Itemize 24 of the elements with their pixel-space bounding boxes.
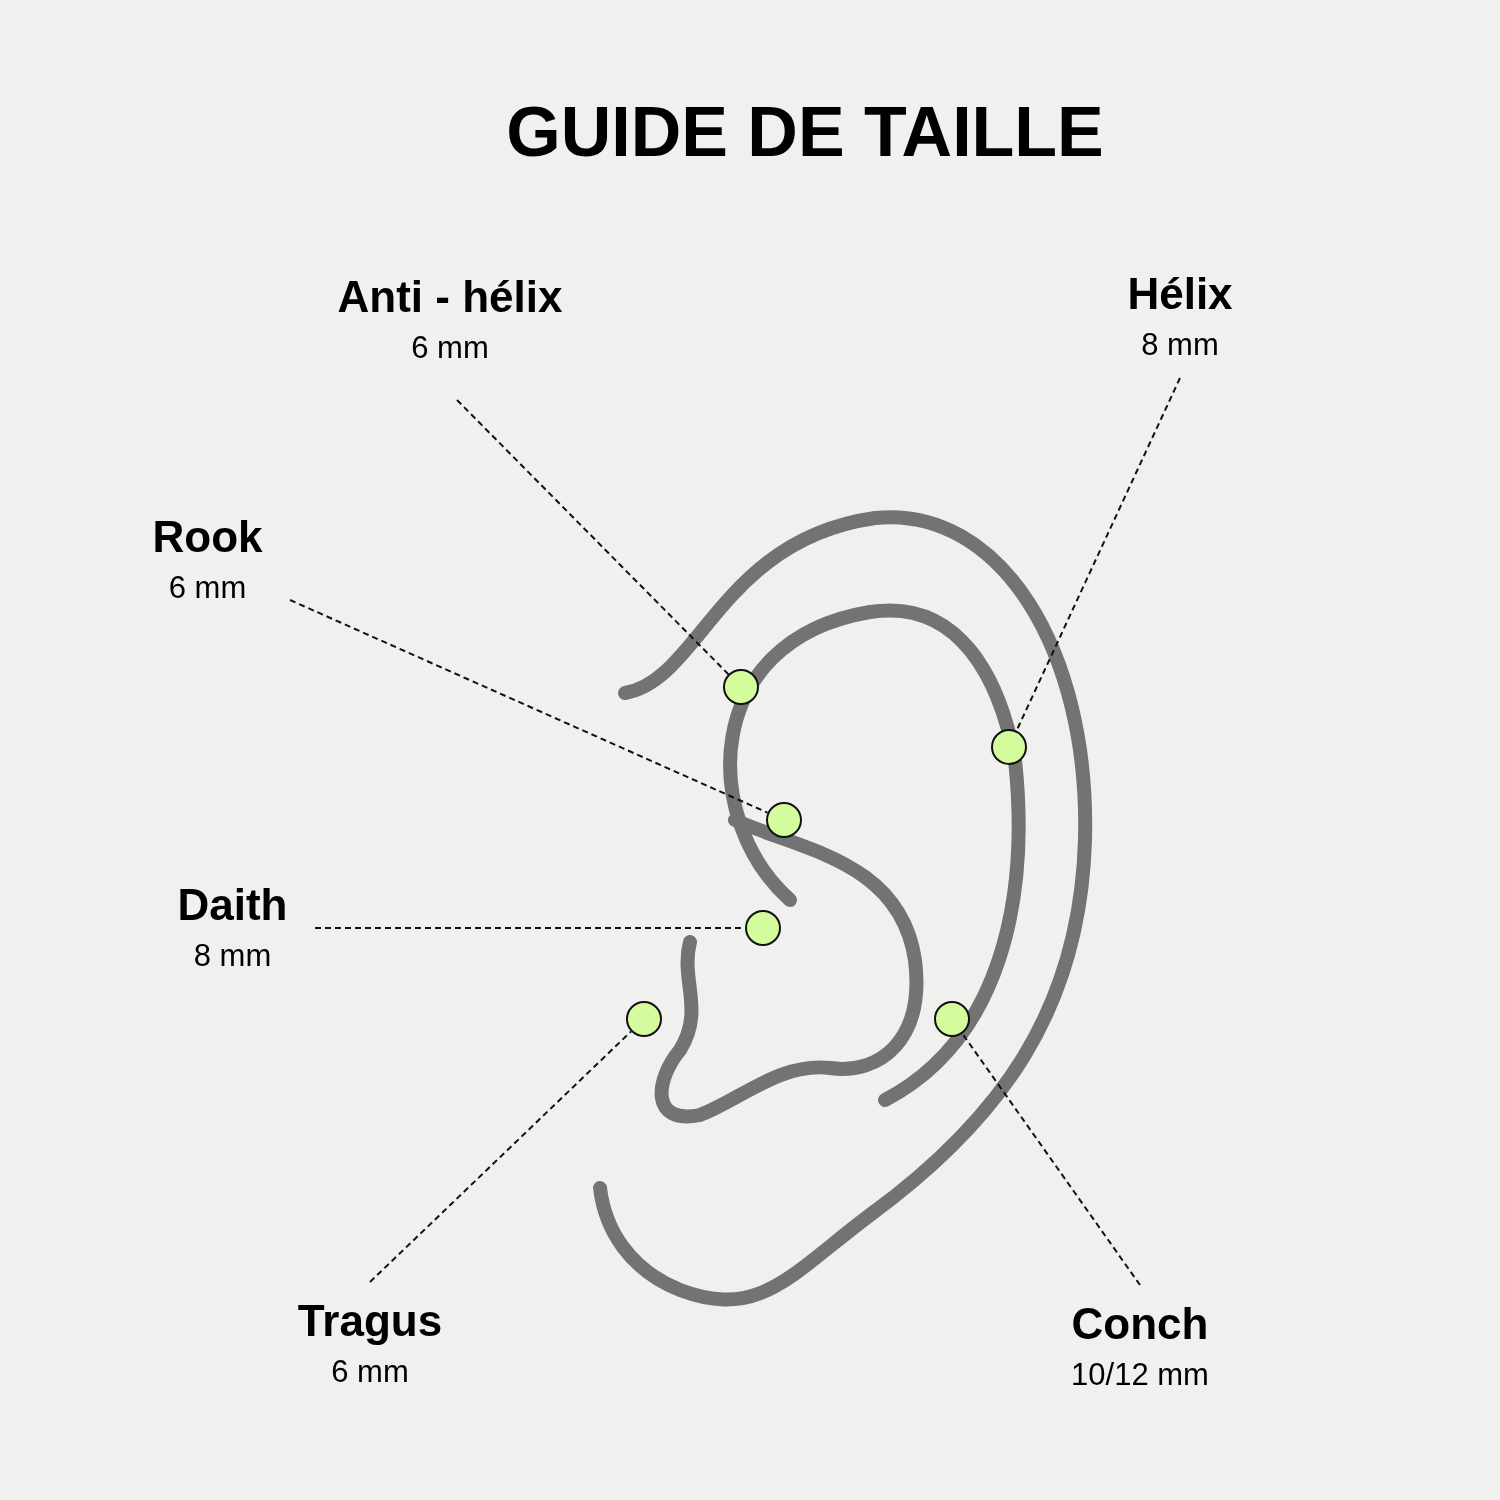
piercing-dot <box>766 802 802 838</box>
piercing-name: Hélix <box>1127 269 1233 319</box>
leader-line <box>1015 377 1181 732</box>
title: GUIDE DE TAILLE <box>505 92 1105 172</box>
size-label: 6 mm <box>411 330 489 366</box>
piercing-dot <box>934 1001 970 1037</box>
piercing-name: Tragus <box>297 1296 443 1346</box>
leader-line <box>456 399 730 676</box>
size-label: 6 mm <box>168 570 247 606</box>
leader-line <box>369 1030 632 1283</box>
piercing-dot <box>723 669 759 705</box>
size-label: 8 mm <box>1141 327 1219 363</box>
size-label: 6 mm <box>331 1354 409 1390</box>
piercing-dot <box>745 910 781 946</box>
piercing-name: Conch <box>1071 1299 1209 1349</box>
piercing-name: Anti - hélix <box>337 272 563 322</box>
piercing-name: Daith <box>177 880 288 930</box>
piercing-name: Rook <box>152 512 263 562</box>
piercing-dot <box>626 1001 662 1037</box>
size-label: 8 mm <box>193 938 272 974</box>
leader-line <box>961 1032 1141 1286</box>
piercing-dot <box>991 729 1027 765</box>
leader-line <box>289 599 769 814</box>
size-label: 10/12 mm <box>1071 1357 1209 1393</box>
